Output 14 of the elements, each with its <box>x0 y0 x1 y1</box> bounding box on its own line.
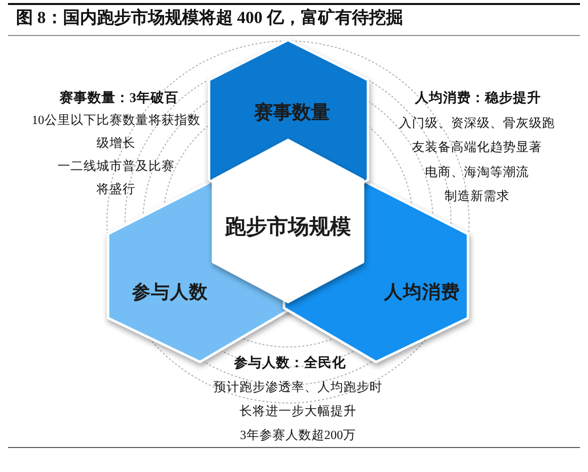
annotation-text: 预计跑步渗透率、人均跑步时长将进一步大幅提升 <box>212 379 384 420</box>
annotation-text: 入门级、资深级、骨灰级跑友装备高端化趋势显著 <box>398 114 556 156</box>
annotation-heading: 赛事数量：3年破百 <box>60 89 178 107</box>
node-label: 跑步市场规模 <box>225 215 351 239</box>
annotation-text: 电商、海淘等潮流制造新需求 <box>424 164 530 205</box>
figure-title: 图 8：国内跑步市场规模将超 400 亿，富矿有待挖掘 <box>16 8 403 28</box>
annotation-text: 一二线城市普及比赛将盛行 <box>56 158 176 198</box>
annotation-text: 10公里以下比赛数量将获指数级增长 <box>30 112 202 152</box>
node-label: 参与人数 <box>132 282 208 304</box>
node-label: 赛事数量 <box>254 104 330 124</box>
annotation-heading: 人均消费：稳步提升 <box>415 89 541 107</box>
annotation-text: 3年参赛人数超200万 <box>240 427 356 444</box>
node-label: 人均消费 <box>384 282 460 304</box>
annotation-heading: 参与人数：全民化 <box>234 354 346 372</box>
